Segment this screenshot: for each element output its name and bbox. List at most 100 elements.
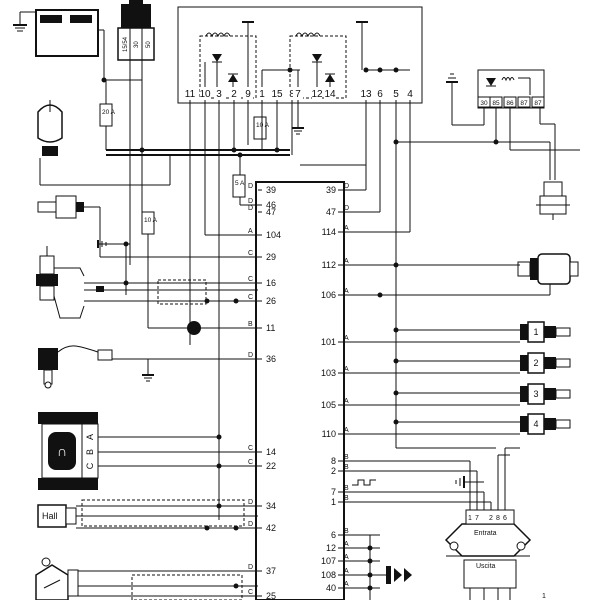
ground-symbol-idle-valve [142,374,154,382]
relay-main-pin-box [200,87,210,99]
ecu-left-pin-37: 37 [266,566,276,576]
ecu-left-pin-22: 22 [266,461,276,471]
ecu-right-pin-letter: B [344,485,349,492]
ecu-left-pin-36: 36 [266,354,276,364]
relay-main-pin-5: 5 [393,89,399,100]
ecu-left-pin-letter: C [248,459,253,466]
pressure-sensor-icon [517,253,579,285]
injector-number: 1 [533,327,538,337]
ecu-right-pin-letter: A [344,335,349,342]
relay-main-pin-1: 1 [259,89,265,100]
battery-icon [35,9,104,57]
ecu-right-pin-letter: A [344,541,349,548]
crank-pin-A: A [85,434,95,440]
relay-main-pin-box [272,87,282,99]
injector-number: 2 [533,358,538,368]
ecu-right-pin-letter: B [344,528,349,535]
idle-valve-icon [38,348,58,389]
ecu-box [255,181,345,600]
svg-text:∩: ∩ [57,443,67,459]
relay-main-pin-box [293,87,303,99]
ecu-left-pin-29: 29 [266,252,276,262]
relay-main-pin-2: 2 [231,89,237,100]
ignition-module-pin-2: 2 [489,515,493,522]
fuel-pump-relay [477,69,545,109]
ecu-right-pin-39: 39 [326,185,336,195]
pump-relay-pin-87: 87 [520,100,528,107]
ignition-label-30: 30 [134,41,140,48]
relay-main-pin-4: 4 [407,89,413,100]
fuse-10a-left: 10 A [141,211,158,235]
ecu-right-pin-8: 8 [331,456,336,466]
ignition-label-1554: 15/54 [123,36,129,52]
relay-main-pin-box [229,87,239,99]
ecu-right-pin-letter: B [344,464,349,471]
svg-text:20 A: 20 A [102,109,116,116]
pump-relay-pin-box [517,96,531,108]
pump-relay-pin-86: 86 [506,100,514,107]
fuel-filter-icon [37,100,63,156]
relay-main-pin-9: 9 [245,89,251,100]
relay-main-pin-15: 15 [271,89,283,100]
ecu-left-pin-letter: C [248,445,253,452]
ecu-left-pin-letter: D [248,198,253,205]
ecu-left-pin-letter: D [248,352,253,359]
injector-number: 4 [533,419,538,429]
ecu-right-pin-letter: A [344,288,349,295]
relay-main-pin-10: 10 [199,89,211,100]
throttle-potentiometer-icon [35,557,79,600]
ignition-module-pin-8: 8 [496,515,500,522]
rpm-sensor-icon: ∩ [38,412,99,490]
ecu-right-pin-letter: A [344,568,349,575]
ecu-right-pin-112: 112 [322,260,336,270]
ignition-module-pin-7: 7 [475,515,479,522]
ecu-right-pin-letter: A [344,258,349,265]
ecu-left-pin-letter: C [248,589,253,596]
relay-main-pin-box [325,87,335,99]
svg-text:10 A: 10 A [144,217,158,224]
relay-main-pin-box [243,87,253,99]
ecu-left-pin-47: 47 [266,207,276,217]
fuse-20a: 20 A [99,103,116,127]
ecu-left-pin-letter: D [248,499,253,506]
ecu-left-pin-letter: A [248,228,253,235]
ecu-right-pin-letter: A [344,366,349,373]
hall-sensor-icon: Hall [37,504,77,528]
ecu-right-pin-114: 114 [322,227,336,237]
ecu-left-pin-25: 25 [266,591,276,600]
relay-main-pin-box [185,87,195,99]
relay-main-pin-box [312,87,322,99]
relay-main-pin-7: 7 [295,89,301,100]
ecu-right-pin-letter: A [344,581,349,588]
ecu-left-pin-26: 26 [266,296,276,306]
ecu-left-pin-letter: D [248,521,253,528]
ecu-left-pin-46: 46 [266,200,276,210]
relay-main-pin-13: 13 [360,89,372,100]
lambda-sensor-icon [36,246,58,301]
ecu-left-pin-14: 14 [266,447,276,457]
ecu-left-pin-letter: D [248,183,253,190]
ecu-left-pin-letter: D [248,205,253,212]
pump-relay-pin-30: 30 [480,100,488,107]
ecu-left-pin-letter: C [248,250,253,257]
ecu-right-pin-110: 110 [322,429,336,439]
ecu-right-pin-101: 101 [321,337,336,347]
ignition-module-entrata: Entrata [474,530,497,537]
injectors: 1 2 3 4 [520,321,571,435]
ecu-right-pin-letter: A [344,554,349,561]
ecu-right-pin-2: 2 [331,466,336,476]
relay-main-pin-14: 14 [324,89,336,100]
injector-3-icon: 3 [520,383,571,405]
svg-text:5 A: 5 A [235,180,245,187]
ecu-right-pin-letter: A [344,398,349,405]
ground-symbol-top-left [13,11,36,32]
ignition-module-uscita: Uscita [476,563,496,570]
injector-4-icon: 4 [520,413,571,435]
ecu-right-pin-7: 7 [331,487,336,497]
temperature-sensor-icon [37,195,84,219]
relay-main-pin-box [214,87,224,99]
pump-relay-pin-85: 85 [492,100,500,107]
ecu-left-pin-39: 39 [266,185,276,195]
